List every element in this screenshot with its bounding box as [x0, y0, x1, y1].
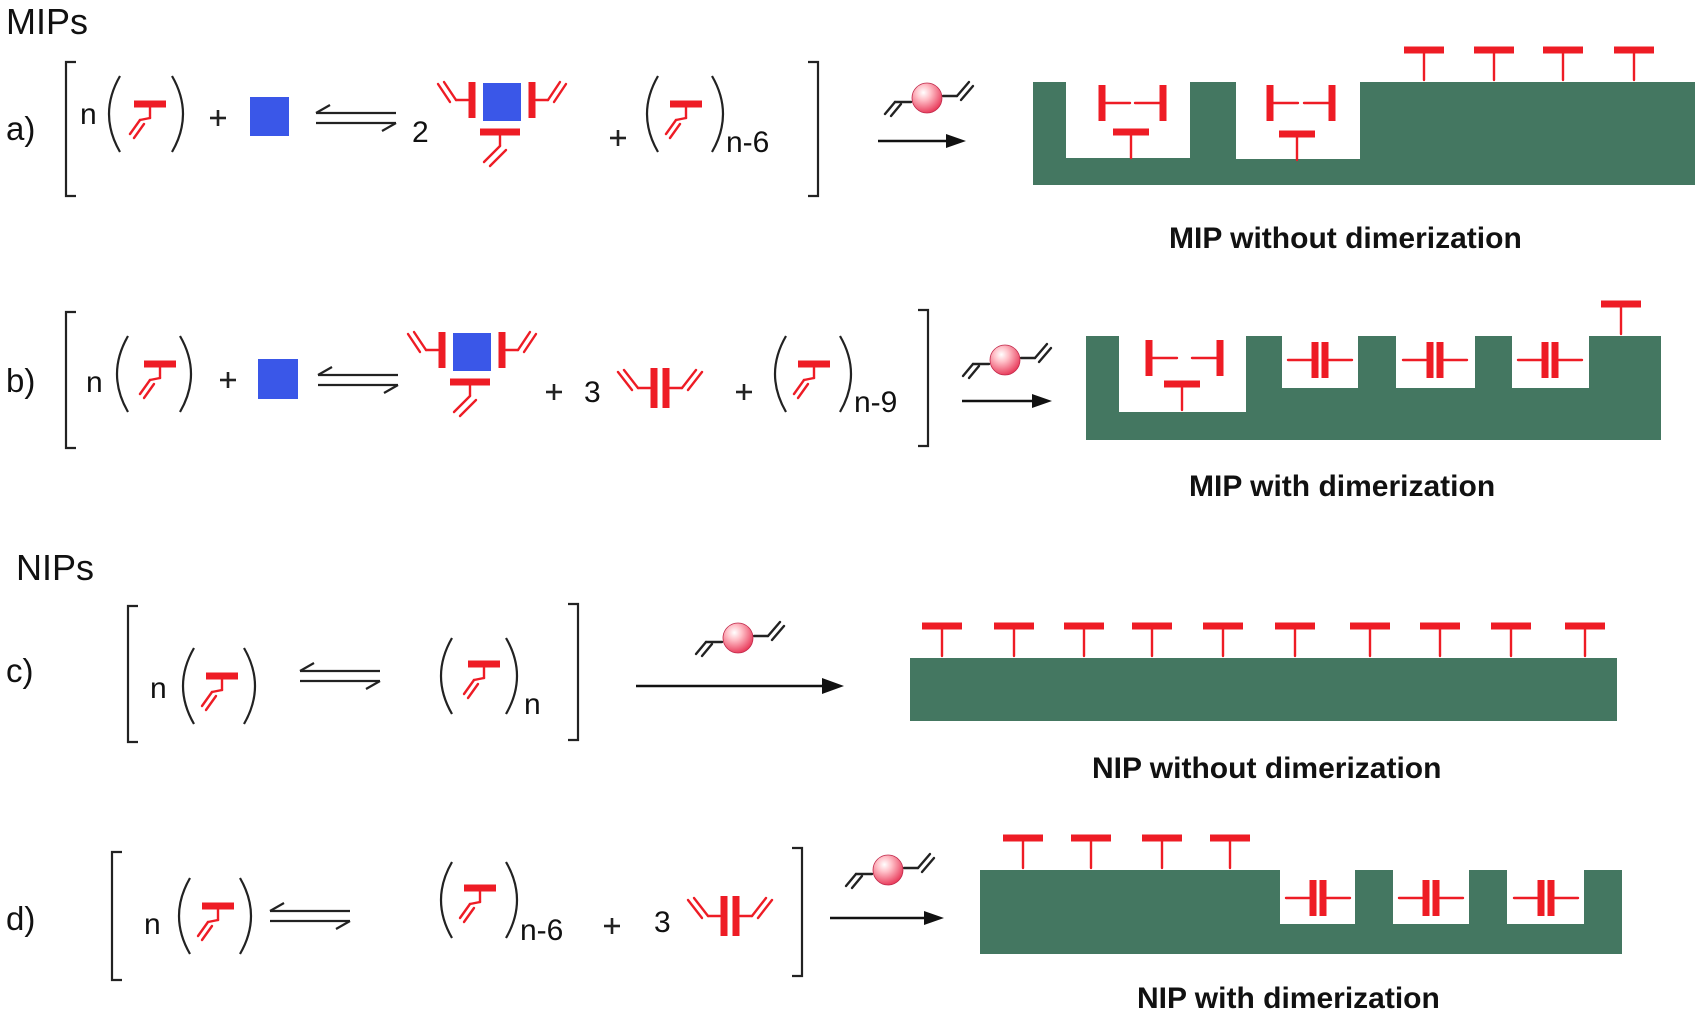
- functional-monomer-icon: [460, 888, 496, 922]
- template-monomer-complex-icon: [408, 332, 536, 416]
- functional-monomer-icon: [130, 104, 166, 138]
- polymerization-arrow-head: [946, 134, 966, 148]
- row-c-caption: NIP without dimerization: [1092, 752, 1441, 785]
- polymerization-arrow-head: [924, 911, 944, 925]
- functional-monomer-icon: [794, 364, 830, 398]
- row-a-label: a): [6, 110, 35, 147]
- equilibrium-arrows-icon: [268, 901, 352, 931]
- row-b-paren-left-2: [773, 335, 787, 413]
- mips-heading: MIPs: [6, 1, 88, 42]
- row-b: b) n 3 n-9: [6, 304, 1661, 503]
- row-a-paren-left-2: [645, 75, 659, 153]
- row-a-coef-n: n: [80, 98, 97, 131]
- crosslinker-icon: [694, 620, 786, 658]
- row-b-paren-right: [179, 335, 193, 413]
- cavity: [1066, 82, 1190, 158]
- plus-icon: [604, 918, 620, 934]
- row-b-paren-left: [115, 335, 129, 413]
- row-c-paren-left: [181, 647, 195, 725]
- row-a-coef-2: 2: [412, 116, 429, 149]
- row-c-paren-left-2: [439, 637, 453, 715]
- functional-monomer-icon: [666, 104, 702, 138]
- row-d-paren-left: [177, 877, 191, 955]
- row-b-caption: MIP with dimerization: [1189, 470, 1495, 503]
- row-d: d) n n-6 3 NIP with dimeri: [6, 838, 1622, 1014]
- row-d-coef-n: n: [144, 908, 161, 941]
- row-a-paren-right: [171, 75, 185, 153]
- row-a-right-bracket: [808, 60, 820, 198]
- row-a-left-bracket: [64, 60, 76, 198]
- template-monomer-complex-icon: [438, 82, 566, 166]
- nips-heading: NIPs: [16, 547, 94, 588]
- row-b-left-bracket: [64, 310, 76, 450]
- row-d-coef-3: 3: [654, 906, 671, 939]
- row-b-right-bracket: [918, 308, 930, 448]
- crosslinker-icon: [961, 342, 1053, 380]
- functional-monomer-icon: [198, 906, 234, 940]
- row-d-right-bracket: [792, 846, 804, 978]
- row-d-paren-right: [239, 877, 253, 955]
- polymerization-arrow-head: [1032, 394, 1052, 408]
- equilibrium-arrows-icon: [316, 365, 400, 395]
- row-d-paren-left-2: [439, 861, 453, 939]
- row-d-label: d): [6, 900, 35, 937]
- nip-block-d: [980, 838, 1622, 954]
- plus-icon: [610, 130, 626, 146]
- plus-icon: [736, 384, 752, 400]
- functional-monomer-icon: [140, 364, 176, 398]
- row-d-caption: NIP with dimerization: [1137, 982, 1440, 1014]
- row-c: c) n n NIP without dimerization: [6, 602, 1617, 785]
- row-c-coef-n: n: [150, 672, 167, 705]
- equilibrium-arrows-icon: [314, 103, 398, 133]
- functional-monomer-icon: [202, 676, 238, 710]
- nip-block-c: [910, 626, 1617, 721]
- row-a-sub-n6: n-6: [726, 126, 769, 159]
- row-d-sub-n6: n-6: [520, 914, 563, 947]
- row-d-paren-right-2: [505, 861, 519, 939]
- equilibrium-arrows-icon: [298, 661, 382, 691]
- row-b-coef-n: n: [86, 366, 103, 399]
- row-b-paren-right-2: [839, 335, 853, 413]
- row-c-left-bracket: [126, 604, 138, 744]
- row-c-paren-right-2: [505, 637, 519, 715]
- cavity: [1512, 336, 1589, 388]
- row-b-coef-3: 3: [584, 376, 601, 409]
- row-b-sub-n9: n-9: [854, 386, 897, 419]
- row-a-caption: MIP without dimerization: [1169, 222, 1522, 255]
- row-a-paren-left: [107, 75, 121, 153]
- crosslinker-icon: [844, 852, 936, 890]
- crosslinker-icon: [883, 80, 975, 118]
- mip-block-a: [1033, 50, 1695, 185]
- row-c-right-bracket: [568, 602, 580, 742]
- plus-icon: [220, 372, 236, 388]
- cavity: [1396, 336, 1475, 388]
- row-c-sub-n: n: [524, 688, 541, 721]
- dimer-icon: [618, 368, 702, 408]
- template-square-icon: [258, 359, 298, 399]
- row-a: a) n 2 n-6: [6, 50, 1695, 255]
- polymerization-arrow-head: [822, 678, 844, 694]
- row-c-label: c): [6, 652, 34, 689]
- template-square-icon: [250, 97, 289, 136]
- dimer-icon: [688, 896, 772, 936]
- row-b-label: b): [6, 362, 35, 399]
- row-d-left-bracket: [110, 850, 122, 982]
- row-a-paren-right-2: [711, 75, 725, 153]
- functional-monomer-icon: [464, 664, 500, 698]
- plus-icon: [210, 110, 226, 126]
- plus-icon: [546, 384, 562, 400]
- row-c-paren-right: [243, 647, 257, 725]
- cavity: [1282, 336, 1358, 388]
- mip-block-b: [1086, 304, 1661, 440]
